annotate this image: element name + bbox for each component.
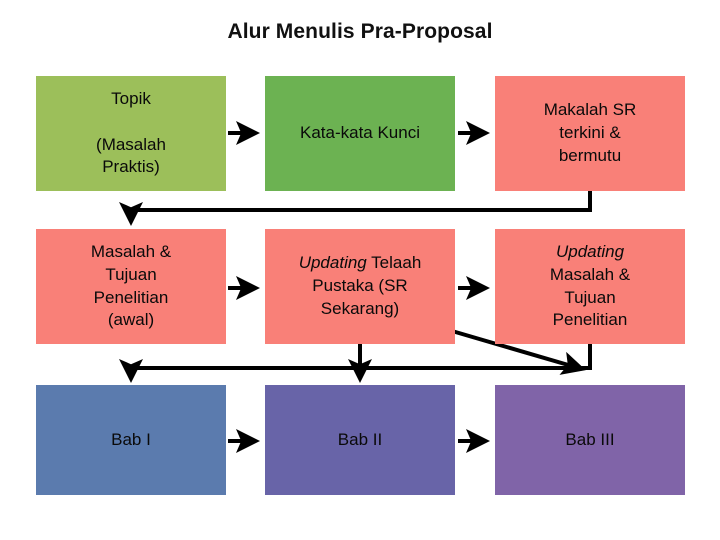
node-telaah-line3: Sekarang) — [320, 298, 400, 318]
node-updating-masalah-line1: Masalah & — [549, 264, 631, 284]
node-masalah-tujuan-penelitian-awal[interactable]: Masalah & Tujuan Penelitian (awal) — [36, 229, 226, 344]
node-masalah-awal-line3: Penelitian — [93, 287, 169, 307]
node-bab-i[interactable]: Bab I — [36, 385, 226, 495]
node-topik[interactable]: Topik (Masalah Praktis) — [36, 76, 226, 191]
node-updating-telaah-pustaka[interactable]: Updating Telaah Pustaka (SR Sekarang) — [265, 229, 455, 344]
node-kata-kata-kunci[interactable]: Kata-kata Kunci — [265, 76, 455, 191]
node-makalah-sr[interactable]: Makalah SR terkini & bermutu — [495, 76, 685, 191]
node-bab-iii[interactable]: Bab III — [495, 385, 685, 495]
node-bab1-label: Bab I — [111, 429, 151, 449]
node-bab-ii[interactable]: Bab II — [265, 385, 455, 495]
node-makalah-line2: terkini & — [559, 123, 621, 143]
node-masalah-awal-line2: Tujuan — [105, 264, 157, 284]
node-telaah-line2: Pustaka (SR — [312, 276, 408, 296]
node-topik-line1: Topik — [111, 88, 151, 108]
node-kata-kunci-label: Kata-kata Kunci — [299, 123, 420, 143]
node-telaah-italic: Updating — [298, 253, 367, 273]
node-masalah-awal-line1: Masalah & — [90, 241, 172, 261]
node-updating-masalah-italic: Updating — [555, 241, 625, 261]
node-topik-line2: (Masalah — [96, 134, 166, 154]
page-title: Alur Menulis Pra-Proposal — [227, 20, 493, 43]
node-bab2-label: Bab II — [337, 429, 383, 449]
node-telaah-line1: Telaah — [366, 253, 422, 273]
node-updating-masalah-line2: Tujuan — [564, 287, 616, 307]
node-topik-line3: Praktis) — [102, 157, 160, 177]
connector-makalah-sr-to-masalah-awal — [119, 191, 592, 226]
node-makalah-line1: Makalah SR — [543, 100, 637, 120]
node-bab3-label: Bab III — [565, 429, 615, 449]
node-updating-masalah-line3: Penelitian — [552, 310, 628, 330]
node-updating-masalah-tujuan-penelitian[interactable]: Updating Masalah & Tujuan Penelitian — [495, 229, 685, 344]
connector-updating-masalah-to-bab1 — [119, 344, 592, 383]
node-masalah-awal-line4: (awal) — [107, 310, 155, 330]
node-makalah-line3: bermutu — [558, 145, 622, 165]
